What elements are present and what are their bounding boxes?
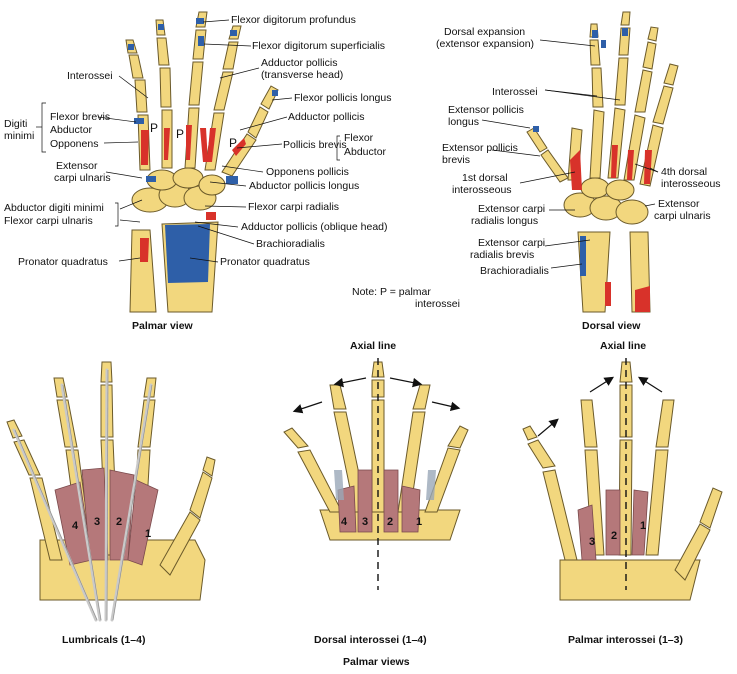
dorsal-number-4: 4 [341,516,348,528]
label-p-1: P [150,121,159,135]
dorsal-view-hand [526,11,679,313]
label-epb-1: Extensor pollicis [442,142,518,154]
label-epl-2: longus [448,116,479,128]
dorsal-interossei-hand [283,361,469,541]
label-epb-2: brevis [442,154,471,166]
palmar-view-caption: Palmar view [132,320,193,332]
label-ecu-palmar-2: carpi ulnaris [54,172,111,184]
label-ecu-dorsal-1: Extensor [658,198,700,210]
label-interossei-palmar: Interossei [67,70,113,82]
label-brachioradialis-dorsal: Brachioradialis [480,265,549,277]
palmar-number-3: 3 [589,536,596,548]
axial-line-label-dorsal: Axial line [350,340,397,352]
label-abductor-pollicis-longus: Abductor pollicis longus [249,180,360,192]
dorsal-interossei-muscles [337,469,421,533]
label-ecrb-1: Extensor carpi [478,237,546,249]
palmar-interossei-caption: Palmar interossei (1–3) [568,634,683,646]
label-adductor-pollicis-oblique: Adductor pollicis (oblique head) [241,221,388,233]
lumbricals-muscles [54,467,159,566]
label-fourth-dorsal-2: interosseous [661,178,721,190]
label-adductor-pollicis-transverse-2: (transverse head) [261,69,344,81]
note-line-1: Note: P = palmar [352,286,431,298]
lumbricals-caption: Lumbricals (1–4) [62,634,146,646]
label-flexor-digitorum-profundus: Flexor digitorum profundus [231,14,356,26]
palmar-views-footer: Palmar views [343,656,410,668]
lumbrical-number-1: 1 [145,528,152,540]
label-flexor-brevis: Flexor brevis [50,111,111,123]
label-epl-1: Extensor pollicis [448,104,524,116]
lumbricals-tendons [12,368,153,622]
label-p-2: P [176,127,185,141]
note-line-2: interossei [415,298,460,310]
palmar-number-2: 2 [611,530,618,542]
lumbrical-number-4: 4 [72,520,79,532]
palmar-arrows [537,376,663,437]
label-pronator-quadratus-right: Pronator quadratus [220,256,310,268]
label-interossei-dorsal: Interossei [492,86,538,98]
label-ecrl-1: Extensor carpi [478,203,546,215]
label-first-dorsal-2: interosseous [452,184,512,196]
label-ecu-palmar-1: Extensor [56,160,98,172]
dorsal-view-caption: Dorsal view [582,320,641,332]
label-minimi: minimi [4,130,35,142]
label-digiti: Digiti [4,118,28,130]
label-adductor-pollicis: Adductor pollicis [288,111,365,123]
dorsal-attachments [533,28,652,312]
label-dorsal-expansion-1: Dorsal expansion [444,26,526,38]
label-pb-flexor: Flexor [344,132,374,144]
dorsal-number-2: 2 [387,516,394,528]
lumbricals-tendons-edge [14,369,153,621]
label-dorsal-expansion-2: (extensor expansion) [436,38,535,50]
label-brachioradialis-palmar: Brachioradialis [256,238,325,250]
label-abductor-dm: Abductor [50,124,93,136]
label-flexor-carpi-ulnaris: Flexor carpi ulnaris [4,215,93,227]
label-first-dorsal-1: 1st dorsal [462,172,508,184]
label-flexor-digitorum-superficialis: Flexor digitorum superficialis [252,40,386,52]
label-adductor-pollicis-transverse-1: Adductor pollicis [261,57,338,69]
palmar-attachments [128,18,278,283]
ulna-bone [129,229,157,313]
label-fourth-dorsal-1: 4th dorsal [661,166,708,178]
dorsal-interossei-cartilage [334,470,436,500]
label-pollicis-brevis: Pollicis brevis [283,139,347,151]
label-pb-abductor: Abductor [344,146,387,158]
axial-line-label-palmar: Axial line [600,340,647,352]
label-opponens-dm: Opponens [50,138,99,150]
label-flexor-pollicis-longus: Flexor pollicis longus [294,92,392,104]
dorsal-number-1: 1 [416,516,423,528]
palmar-interossei-hand [522,361,723,601]
label-abductor-digiti-minimi: Abductor digiti minimi [4,202,104,214]
lumbrical-number-3: 3 [94,516,101,528]
label-ecrl-2: radialis longus [471,215,539,227]
label-ecrb-2: radialis brevis [470,249,535,261]
dorsal-arrows [292,377,461,414]
label-opponens-pollicis: Opponens pollicis [266,166,349,178]
palmar-leaders [36,19,340,263]
palmar-interossei-muscles [577,489,649,561]
dorsal-number-3: 3 [362,516,369,528]
dorsal-leaders [481,39,659,269]
label-p-3: P [229,136,238,150]
label-pronator-quadratus-left: Pronator quadratus [18,256,108,268]
label-ecu-dorsal-2: carpi ulnaris [654,210,711,222]
label-flexor-carpi-radialis: Flexor carpi radialis [248,201,340,213]
palmar-number-1: 1 [640,520,647,532]
dorsal-interossei-caption: Dorsal interossei (1–4) [314,634,427,646]
lumbrical-number-2: 2 [116,516,123,528]
